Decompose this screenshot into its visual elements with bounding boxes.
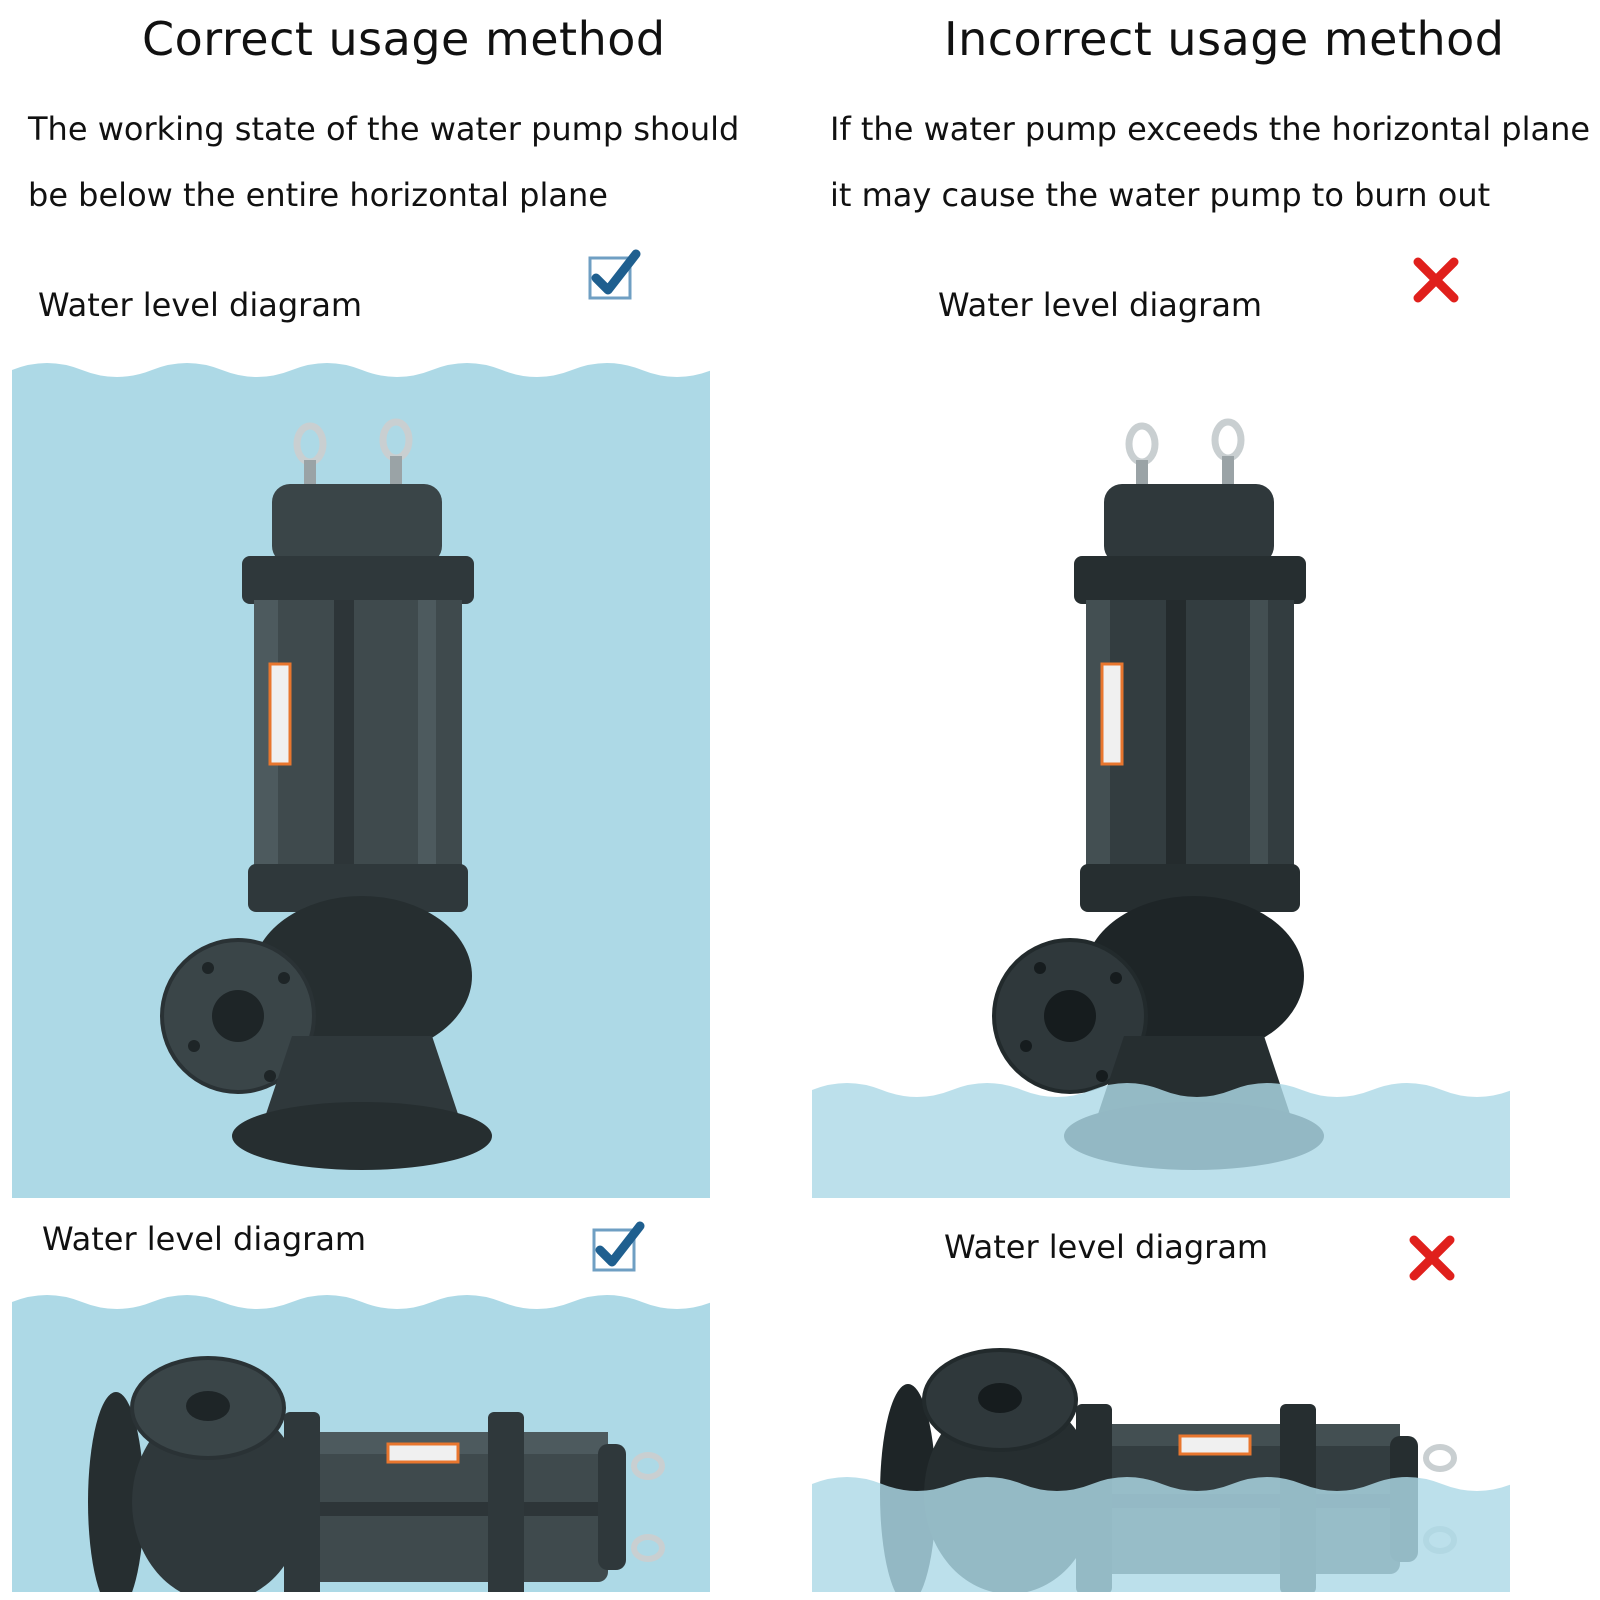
correct-description: The working state of the water pump shou… <box>28 96 739 228</box>
incorrect-title: Incorrect usage method <box>944 12 1505 66</box>
incorrect-description-line-1: If the water pump exceeds the horizontal… <box>830 110 1591 148</box>
cross-icon <box>1404 1230 1460 1286</box>
water-fill <box>812 1477 1510 1592</box>
lifting-eye-icon <box>631 1452 665 1562</box>
incorrect-top-panel-label: Water level diagram <box>938 286 1263 324</box>
incorrect-horizontal-pump-diagram <box>812 1288 1510 1592</box>
correct-description-line-2: be below the entire horizontal plane <box>28 176 608 214</box>
vertical-pump <box>992 418 1324 1170</box>
correct-top-panel-label: Water level diagram <box>38 286 363 324</box>
incorrect-bottom-panel-label: Water level diagram <box>944 1228 1269 1266</box>
correct-bottom-panel-label: Water level diagram <box>42 1220 367 1258</box>
checkmark-icon <box>586 248 642 304</box>
correct-vertical-pump-diagram <box>12 356 710 1198</box>
incorrect-description-line-2: it may cause the water pump to burn out <box>830 176 1491 214</box>
correct-description-line-1: The working state of the water pump shou… <box>28 110 740 148</box>
vertical-pump <box>160 418 492 1170</box>
horizontal-pump <box>88 1356 665 1592</box>
incorrect-vertical-pump-diagram <box>812 356 1510 1198</box>
water-fill <box>812 1083 1510 1198</box>
checkmark-icon <box>590 1220 646 1276</box>
correct-title: Correct usage method <box>142 12 666 66</box>
cross-icon <box>1408 252 1464 308</box>
incorrect-description: If the water pump exceeds the horizontal… <box>830 96 1590 228</box>
lifting-eye-icon <box>1125 418 1245 486</box>
correct-horizontal-pump-diagram <box>12 1288 710 1592</box>
lifting-eye-icon <box>293 418 413 486</box>
